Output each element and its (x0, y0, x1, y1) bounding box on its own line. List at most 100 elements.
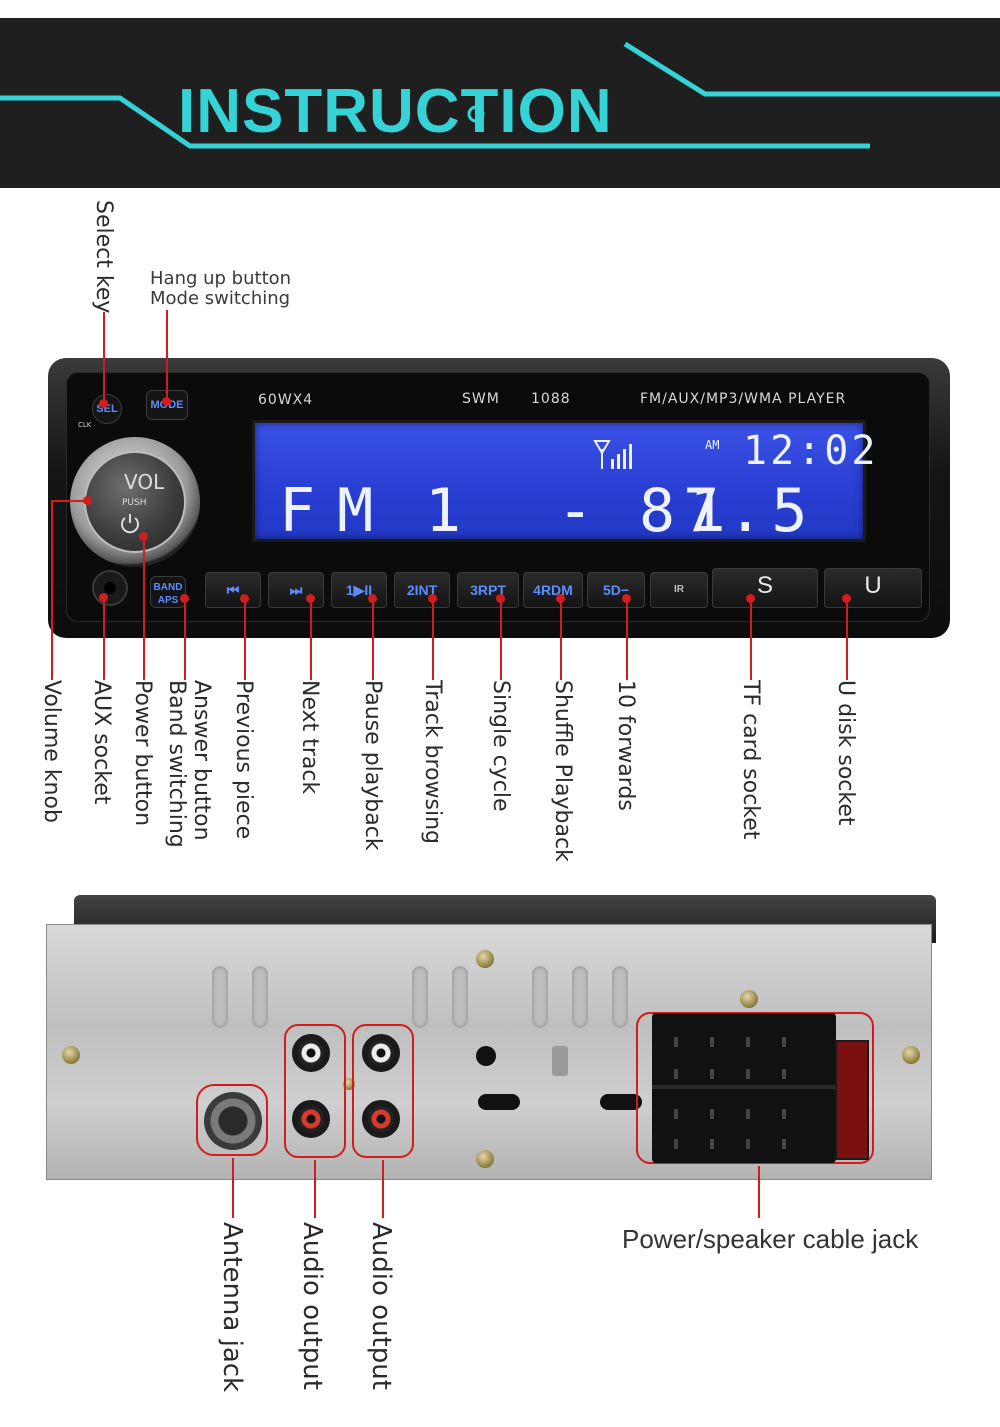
label-mode-switching: Mode switching (150, 288, 291, 309)
leader-volume (51, 500, 53, 680)
pin (746, 1069, 750, 1079)
lcd-am-pm: AM (705, 438, 720, 452)
antenna-signal-icon (593, 440, 632, 469)
antenna-jack[interactable] (204, 1092, 262, 1150)
rpt-button[interactable]: 3RPT (457, 572, 519, 608)
pin (674, 1139, 678, 1149)
pin (782, 1139, 786, 1149)
screw (62, 1046, 80, 1064)
label-tf-card-socket: TF card socket (738, 680, 763, 840)
mount-slot (600, 1094, 642, 1110)
play-pause-button[interactable]: 1▶II (331, 572, 387, 608)
label-track-browsing: Track browsing (420, 680, 445, 845)
power-speaker-connector[interactable] (652, 1013, 836, 1163)
rca-red-1[interactable] (292, 1100, 330, 1138)
label-previous-piece: Previous piece (231, 680, 256, 840)
label-next-track: Next track (297, 680, 322, 795)
pin (782, 1109, 786, 1119)
leader-dot-select-key (99, 399, 108, 408)
pin (710, 1139, 714, 1149)
lcd-band: FM (279, 476, 396, 546)
next-button[interactable]: ⏭ (268, 572, 324, 608)
pin (782, 1069, 786, 1079)
band-button[interactable]: BAND APS (150, 576, 186, 608)
tf-card-slot[interactable]: S (712, 568, 818, 608)
leader-next (310, 598, 312, 680)
audio-output-1-highlight (284, 1024, 346, 1158)
vent-slot (252, 966, 268, 1028)
aux-socket-hole (104, 582, 116, 594)
lcd-frequency: 87.5 (639, 476, 816, 546)
mount-bolt (552, 1046, 568, 1076)
pin (746, 1139, 750, 1149)
vent-slot (452, 966, 468, 1028)
leader-dot-ten-forwards (622, 594, 631, 603)
label-u-disk-socket: U disk socket (833, 680, 858, 826)
screw (476, 1150, 494, 1168)
label-power-speaker: Power/speaker cable jack (622, 1224, 919, 1254)
usb-label: U (864, 572, 882, 599)
leader-dot-shuffle (556, 594, 565, 603)
leader-volume-h (51, 500, 87, 502)
leader-previous (244, 598, 246, 680)
previous-icon: ⏮ (226, 582, 240, 598)
leader-dot-previous (240, 594, 249, 603)
tf-card-label: S (756, 572, 773, 599)
screw (902, 1046, 920, 1064)
rca-white-1[interactable] (292, 1034, 330, 1072)
pin (746, 1037, 750, 1047)
usb-slot[interactable]: U (824, 568, 922, 608)
rdm-button[interactable]: 4RDM (523, 572, 583, 608)
label-shuffle-playback: Shuffle Playback (550, 680, 575, 862)
d-minus-button[interactable]: 5D− (587, 572, 645, 608)
label-volume-knob: Volume knob (39, 680, 64, 823)
player-type-text: FM/AUX/MP3/WMA PLAYER (640, 391, 847, 407)
label-ten-forwards: 10 forwards (613, 680, 638, 811)
pin (710, 1109, 714, 1119)
pin (710, 1069, 714, 1079)
vent-slot (612, 966, 628, 1028)
int-button[interactable]: 2INT (394, 572, 450, 608)
pin (674, 1109, 678, 1119)
label-band-switching: Band switching (164, 680, 189, 848)
banner-title: INSTRUCTION (178, 77, 613, 146)
leader-ten-forwards (626, 598, 628, 680)
label-aux-socket: AUX socket (89, 680, 114, 805)
label-power-button: Power button (130, 680, 155, 827)
lcd-preset: 1 - 1 (425, 476, 756, 546)
leader-dot-aux (99, 593, 108, 602)
label-pause-playback: Pause playback (360, 680, 385, 851)
leader-tf-card (750, 598, 752, 680)
sel-button[interactable]: SEL (92, 394, 122, 424)
leader-dot-band (180, 594, 189, 603)
knob-push-label: PUSH (122, 498, 147, 508)
leader-track-browsing (432, 598, 434, 680)
rca-red-2[interactable] (362, 1100, 400, 1138)
fuse-holder (835, 1040, 869, 1160)
label-antenna-jack: Antenna jack (217, 1222, 247, 1393)
leader-dot-volume (83, 496, 92, 505)
previous-button[interactable]: ⏮ (205, 572, 261, 608)
leader-dot-u-disk (842, 594, 851, 603)
pin (746, 1109, 750, 1119)
leader-dot-next (306, 594, 315, 603)
d-minus-label: 5D− (602, 582, 630, 598)
leader-dot-power (139, 532, 148, 541)
aps-label: APS (157, 595, 179, 606)
instruction-banner: INSTRUCTION (0, 18, 1000, 188)
label-single-cycle: Single cycle (488, 680, 513, 812)
power-icon (121, 514, 139, 534)
screw (740, 990, 758, 1008)
leader-mode (166, 310, 168, 402)
leader-shuffle (560, 598, 562, 680)
leader-antenna (232, 1158, 234, 1218)
label-hang-up: Hang up button (150, 268, 292, 289)
rdm-label: 4RDM (533, 582, 573, 598)
mount-hole (476, 1046, 496, 1066)
leader-aux (103, 598, 105, 680)
leader-power-jack (758, 1166, 760, 1218)
rca-white-2[interactable] (362, 1034, 400, 1072)
screw (476, 950, 494, 968)
leader-power (143, 536, 145, 680)
leader-single-cycle (500, 598, 502, 680)
